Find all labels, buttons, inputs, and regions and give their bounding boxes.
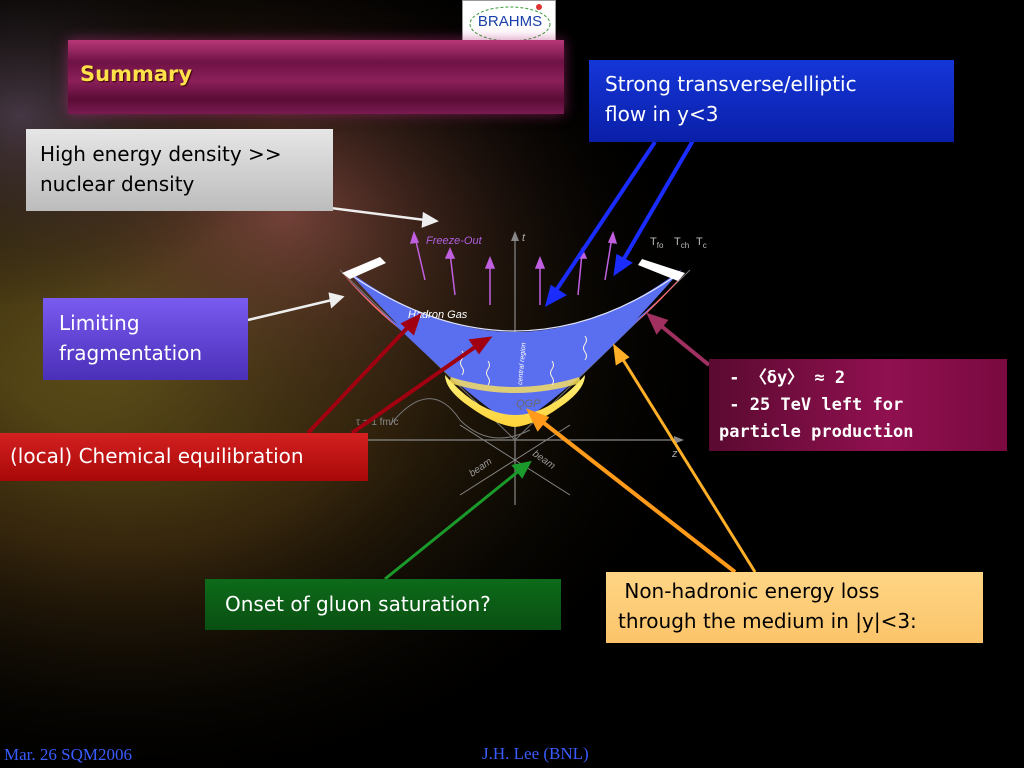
chemical-prefix: (local) xyxy=(10,444,73,468)
rapidity-line2: - 25 TeV left for xyxy=(719,395,904,415)
gluon-text: Onset of gluon saturation? xyxy=(225,592,491,616)
t-axis-label: t xyxy=(522,232,526,244)
corner-right xyxy=(638,259,685,281)
t-c-label: Tc xyxy=(696,236,707,250)
central-region-label: central region xyxy=(517,342,528,385)
flow-box: Strong transverse/elliptic flow in y<3 xyxy=(589,60,954,142)
rapidity-line3: particle production xyxy=(719,422,914,442)
hadron-gas-label: Hadron Gas xyxy=(408,309,468,321)
energy-density-line2: nuclear density xyxy=(40,172,195,196)
limiting-fragmentation-box: Limiting fragmentation xyxy=(43,298,248,380)
freeze-out-label: Freeze-Out xyxy=(426,235,483,247)
beam-right-label: beam xyxy=(530,448,557,471)
limiting-line2: fragmentation xyxy=(59,341,203,365)
nonhadronic-line2: through the medium in |y|<3: xyxy=(618,609,917,633)
t-ch-label: Tch xyxy=(674,236,689,250)
gluon-saturation-box: Onset of gluon saturation? xyxy=(205,579,561,630)
chemical-text: Chemical equilibration xyxy=(78,444,304,468)
freeze-out-contour xyxy=(353,276,675,332)
z-axis-label: z xyxy=(671,448,678,460)
chemical-equilibration-box: (local) Chemical equilibration xyxy=(0,433,368,481)
limiting-line1: Limiting xyxy=(59,311,140,335)
slide-title: Summary xyxy=(80,62,193,86)
rapidity-line1: - 〈δy〉 ≈ 2 xyxy=(719,368,846,388)
spacetime-diagram: Freeze-Out t z Tfo Tch Tc Hadron Gas cen… xyxy=(339,230,707,505)
flow-line1: Strong transverse/elliptic xyxy=(605,72,857,96)
hadron-gas-region xyxy=(346,269,682,425)
z-axis-arrow xyxy=(674,436,684,444)
nonhadronic-energy-loss-box: Non-hadronic energy loss through the med… xyxy=(606,572,983,643)
qgp-label: QGP xyxy=(516,398,541,410)
nonhadronic-line1: Non-hadronic energy loss xyxy=(618,579,880,603)
logo-text: BRAHMS xyxy=(477,13,543,30)
brahms-logo: BRAHMS xyxy=(462,0,556,46)
t-fo-label: Tfo xyxy=(650,236,664,250)
rapidity-loss-box: - 〈δy〉 ≈ 2 - 25 TeV left for particle pr… xyxy=(709,359,1007,451)
energy-density-box: High energy density >> nuclear density xyxy=(26,129,333,211)
flow-line2: flow in y<3 xyxy=(605,102,719,126)
t-axis-arrow xyxy=(511,231,519,241)
temperature-labels: Tfo Tch Tc xyxy=(650,236,707,250)
hadron-gas-region-lower xyxy=(350,280,678,425)
tau-label: τ = 1 fm/c xyxy=(356,417,399,428)
footer-date: Mar. 26 SQM2006 xyxy=(4,745,132,764)
corner-left xyxy=(342,257,386,279)
footer-author: J.H. Lee (BNL) xyxy=(482,744,589,763)
energy-density-line1: High energy density >> xyxy=(40,142,282,166)
title-bar: Summary xyxy=(68,40,564,114)
